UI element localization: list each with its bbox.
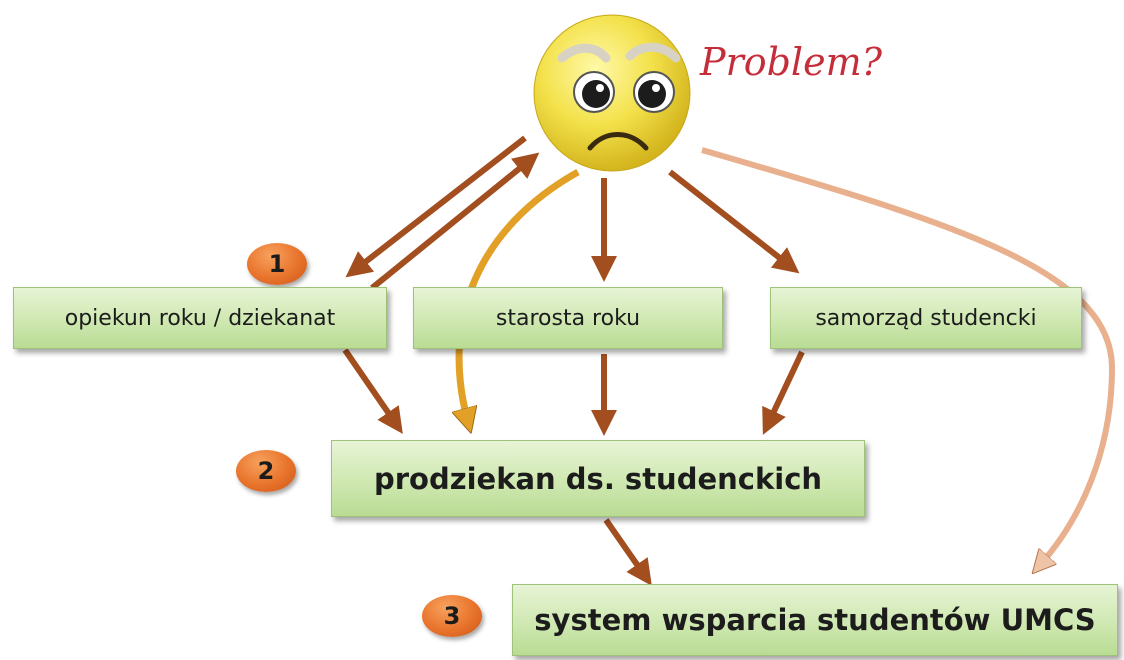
arrow-samorzad-to-prodziekan: [762, 350, 805, 435]
arrow-face-to-prodziekan: [459, 168, 580, 422]
worried-face-icon: [533, 14, 691, 172]
level-3-badge: 3: [422, 595, 482, 637]
node-samorzad-studencki: samorząd studencki: [770, 287, 1082, 349]
level-1-badge: 1: [247, 243, 307, 285]
node-system-wsparcia: system wsparcia studentów UMCS: [512, 584, 1118, 656]
arrow-prodziekan-to-system: [603, 518, 652, 586]
arrow-face-to-opiekun: [345, 135, 527, 278]
arrow-opiekun-to-prodziekan: [342, 348, 403, 434]
node-prodziekan: prodziekan ds. studenckich: [331, 440, 865, 517]
node-starosta-roku: starosta roku: [413, 287, 723, 349]
problem-label: Problem?: [700, 40, 882, 84]
arrow-opiekun-to-face: [370, 152, 540, 291]
arrow-face-to-samorzad: [668, 169, 800, 274]
level-2-badge: 2: [236, 450, 296, 492]
arrow-face-to-system: [701, 147, 1116, 565]
node-opiekun-roku: opiekun roku / dziekanat: [13, 287, 387, 349]
